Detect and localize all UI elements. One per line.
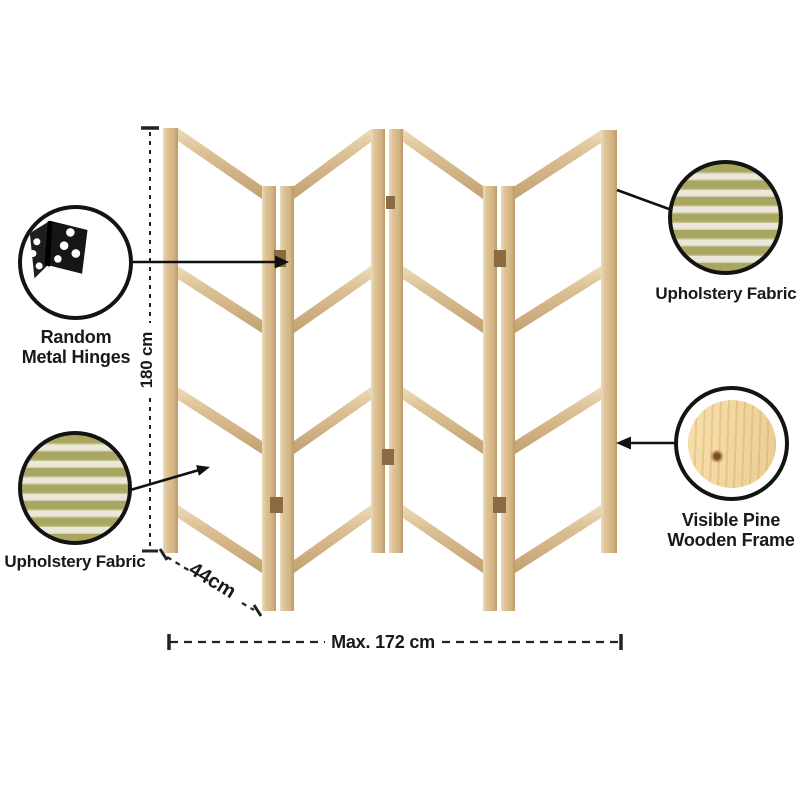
panel2-right-stile xyxy=(371,129,385,553)
panel3-top-rail xyxy=(403,129,483,199)
panel4-right-stile xyxy=(601,130,617,553)
hinge-block xyxy=(493,497,506,513)
panel1-right-stile xyxy=(262,186,276,611)
panel3-mid-rail-2 xyxy=(403,387,483,454)
depth-dim-end-tick xyxy=(252,604,263,617)
panel2-bottom-rail xyxy=(294,505,371,573)
fabric-right-connector xyxy=(616,188,670,211)
hinge-block xyxy=(382,449,394,465)
panel3-mid-rail-1 xyxy=(403,266,483,333)
hinge-arrowhead xyxy=(275,255,289,269)
hinges-label: Random Metal Hinges xyxy=(22,327,131,367)
pine-label-line2: Wooden Frame xyxy=(667,530,795,550)
fabric-swatch-left xyxy=(18,431,132,545)
fabric-left-arrowhead xyxy=(196,465,210,476)
panel4-left-stile xyxy=(501,186,515,611)
pine-swatch xyxy=(674,386,789,501)
pine-arrowhead xyxy=(616,436,631,450)
fabric-right-label: Upholstery Fabric xyxy=(655,284,797,303)
depth-dim-start-tick xyxy=(158,548,169,561)
panel3-bottom-rail xyxy=(403,505,483,573)
panel3-left-stile xyxy=(389,129,403,553)
pine-arrow xyxy=(616,436,676,450)
height-dimension-label: 180 cm xyxy=(137,331,156,389)
panel1-mid-rail-1 xyxy=(178,266,262,333)
panel2-mid-rail-2 xyxy=(294,387,371,454)
panel-stiles xyxy=(163,128,617,611)
panel4-mid-rail-1 xyxy=(515,266,601,333)
width-dimension-label: Max. 172 cm xyxy=(331,632,435,652)
fabric-left-label: Upholstery Fabric xyxy=(4,552,146,571)
panel1-bottom-rail xyxy=(178,505,262,573)
panel4-bottom-rail xyxy=(515,505,601,573)
fabric-left-arrow xyxy=(126,465,210,493)
panel2-left-stile xyxy=(280,186,294,611)
hinge-callout-badge xyxy=(18,205,133,320)
pine-label-line1: Visible Pine xyxy=(681,510,781,530)
depth-dimension-line xyxy=(158,548,263,617)
panel1-mid-rail-2 xyxy=(178,387,262,454)
pine-wood-texture xyxy=(687,399,776,488)
pine-label: Visible Pine Wooden Frame xyxy=(667,510,794,550)
hinges-label-line2: Metal Hinges xyxy=(21,347,131,367)
hinge-blocks xyxy=(270,196,506,513)
hinge-block xyxy=(270,497,283,513)
height-dimension-line xyxy=(141,126,159,553)
hinge-icon xyxy=(29,220,88,279)
hinges-label-line1: Random xyxy=(40,327,112,347)
hinge-arrow xyxy=(133,255,289,269)
panel4-top-rail xyxy=(515,130,601,199)
width-dimension-line xyxy=(167,634,623,650)
panel2-mid-rail-1 xyxy=(294,266,371,333)
panel2-top-rail xyxy=(294,129,371,199)
panel1-left-stile xyxy=(163,128,178,553)
hinge-block xyxy=(494,250,506,267)
hinge-block xyxy=(386,196,395,209)
panel-rails xyxy=(178,128,601,573)
panel1-top-rail xyxy=(178,128,262,199)
panel3-right-stile xyxy=(483,186,497,611)
callout-arrows xyxy=(126,188,676,493)
panel4-mid-rail-2 xyxy=(515,387,601,454)
fabric-swatch-right xyxy=(668,160,783,275)
